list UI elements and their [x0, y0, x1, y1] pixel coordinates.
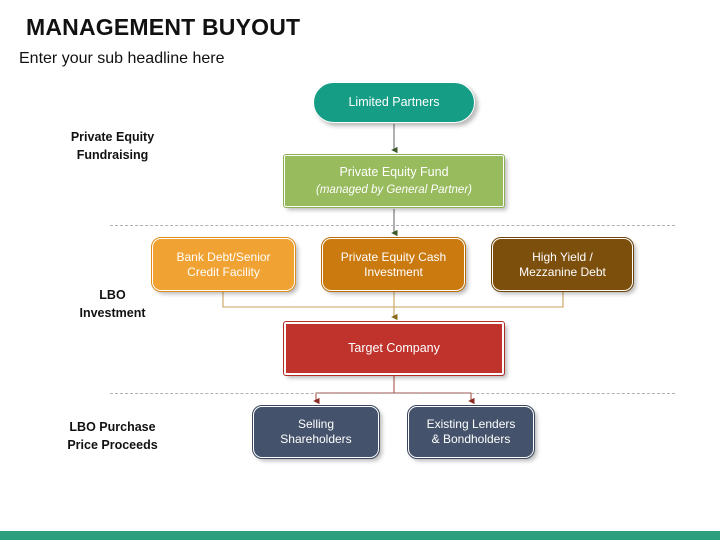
node-private-equity-cash-investment[interactable]: Private Equity Cash Investment: [321, 237, 466, 292]
node-limited-partners-label: Limited Partners: [348, 94, 440, 109]
node-target-company[interactable]: Target Company: [283, 321, 505, 376]
divider-investment-proceeds: [110, 393, 675, 394]
page-title: MANAGEMENT BUYOUT: [26, 14, 301, 40]
node-high-yield-mezzanine-debt[interactable]: High Yield / Mezzanine Debt: [491, 237, 634, 292]
node-pe-cash-investment-label: Private Equity Cash Investment: [340, 249, 447, 279]
node-target-company-label: Target Company: [348, 340, 440, 355]
node-high-yield-label: High Yield / Mezzanine Debt: [519, 249, 606, 279]
footer-accent-bar: [0, 531, 720, 540]
section-label-lbo-investment: LBO Investment: [79, 288, 146, 321]
node-existing-lenders-bondholders[interactable]: Existing Lenders & Bondholders: [407, 405, 535, 459]
section-label-lbo-purchase-price-proceeds: LBO Purchase Price Proceeds: [67, 420, 158, 453]
node-existing-lenders-label: Existing Lenders & Bondholders: [426, 417, 516, 446]
page-subtitle: Enter your sub headline here: [19, 50, 225, 67]
node-bank-debt-senior-credit-facility[interactable]: Bank Debt/Senior Credit Facility: [151, 237, 296, 292]
node-selling-shareholders-label: Selling Shareholders: [280, 417, 352, 446]
section-label-private-equity-fundraising: Private Equity Fundraising: [70, 130, 155, 163]
node-private-equity-fund-sublabel: (managed by General Partner): [316, 184, 472, 197]
node-bank-debt-label: Bank Debt/Senior Credit Facility: [176, 249, 271, 279]
divider-fundraising-investment: [110, 225, 675, 226]
node-private-equity-fund[interactable]: Private Equity Fund (managed by General …: [283, 154, 505, 208]
node-private-equity-fund-label: Private Equity Fund: [339, 164, 449, 179]
node-limited-partners[interactable]: Limited Partners: [313, 82, 475, 123]
node-selling-shareholders[interactable]: Selling Shareholders: [252, 405, 380, 459]
